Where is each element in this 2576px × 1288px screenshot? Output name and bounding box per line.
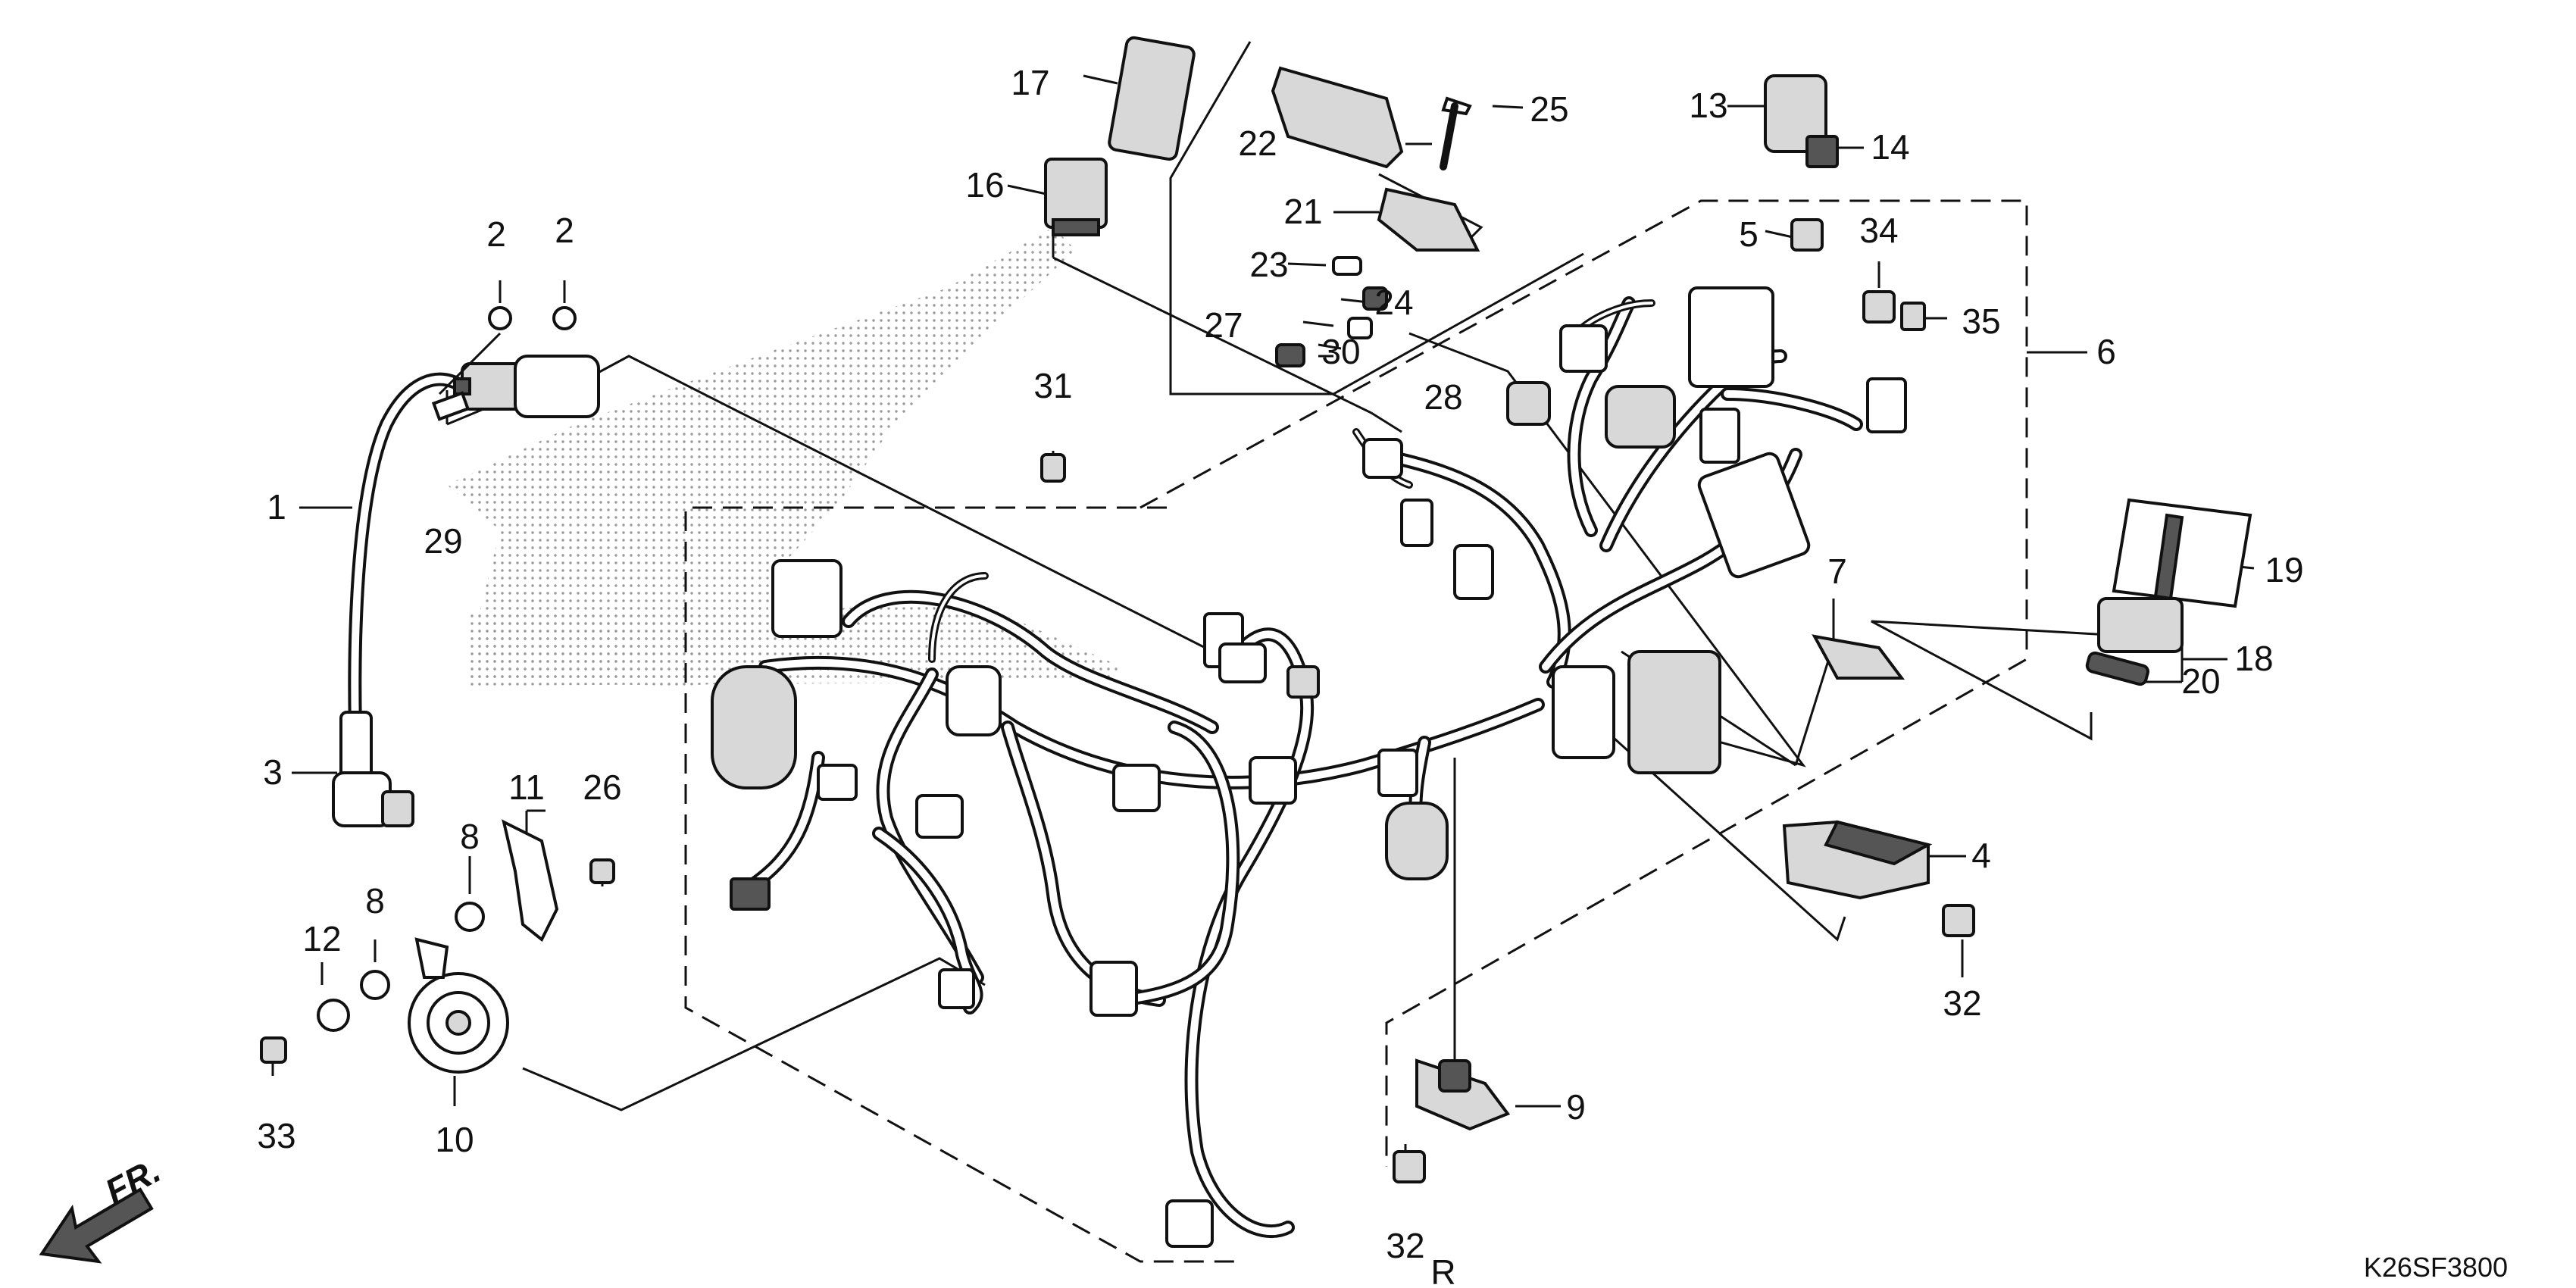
callout-18: 18 [2234, 639, 2273, 678]
callout-19: 19 [2265, 550, 2303, 589]
callout-32: 32 [1386, 1226, 1424, 1265]
callout-8: 8 [365, 881, 385, 921]
part-ignition-coil [431, 306, 600, 421]
callout-22: 22 [1238, 123, 1277, 163]
callout-20: 20 [2181, 661, 2220, 701]
part-hardware-bolts [260, 819, 615, 1064]
callout-1: 1 [267, 487, 286, 527]
callout-34: 34 [1859, 211, 1898, 250]
part-20-seal [2085, 651, 2149, 686]
callout-27: 27 [1204, 305, 1243, 345]
front-direction-label: FR. [98, 1150, 167, 1211]
callout-4: 4 [1971, 836, 1991, 875]
part-3-plug-cap [332, 711, 414, 827]
part-5-connector [1790, 218, 1824, 252]
part-14-fuse [1805, 135, 1839, 168]
callout-labels: 1 2 2 3 4 5 6 7 8 8 9 10 11 12 13 14 16 … [257, 63, 2303, 1288]
harness-connectors [711, 286, 1907, 1248]
part-9-sensor [1415, 1058, 1511, 1131]
callout-31: 31 [1033, 366, 1072, 405]
callout-21: 21 [1283, 192, 1322, 231]
callout-30: 30 [1321, 332, 1360, 371]
part-25-screw [1440, 102, 1458, 170]
callout-6: 6 [2096, 332, 2116, 371]
part-19-cover [2112, 498, 2252, 608]
front-arrow-icon [39, 1187, 154, 1264]
callout-32: 32 [1943, 983, 1981, 1023]
callout-2: 2 [555, 211, 574, 250]
callout-13: 13 [1689, 86, 1727, 125]
callout-28: 28 [1424, 377, 1462, 417]
part-22-cover [1271, 66, 1404, 169]
part-10-horn [408, 937, 509, 1074]
callout-29: 29 [424, 521, 462, 561]
diagram-code: K26SF3800 [2364, 1252, 2508, 1283]
part-28-holder [1506, 381, 1551, 426]
part-18-switch [2097, 597, 2184, 653]
callout-11: 11 [508, 767, 545, 807]
front-direction-indicator: FR. [39, 1150, 167, 1264]
part-13-fuse-cover [1764, 74, 1827, 153]
callout-23: 23 [1249, 245, 1288, 284]
callout-suffix-r: R [1430, 1252, 1455, 1288]
callout-25: 25 [1530, 89, 1568, 129]
group-frames [684, 41, 2028, 1263]
callout-33: 33 [257, 1116, 295, 1155]
part-7-relay-base [1812, 634, 1905, 680]
callout-16: 16 [965, 165, 1004, 205]
part-1-spark-plug-wire [348, 372, 469, 764]
callout-8: 8 [460, 817, 480, 856]
callout-7: 7 [1827, 552, 1847, 591]
callout-9: 9 [1566, 1087, 1586, 1127]
callout-17: 17 [1011, 63, 1049, 102]
callout-5: 5 [1739, 214, 1758, 254]
part-34-fuse [1862, 290, 1896, 324]
callout-26: 26 [583, 767, 621, 807]
part-21-module [1275, 96, 1480, 367]
callout-10: 10 [435, 1120, 474, 1159]
part-17-relay-cover [1108, 36, 1196, 161]
callout-3: 3 [263, 752, 283, 792]
part-35-fuse [1900, 302, 1926, 331]
callout-35: 35 [1962, 302, 2000, 341]
callout-12: 12 [302, 919, 341, 958]
part-4-cover [1782, 820, 1933, 900]
part-31-bolt [1040, 453, 1066, 483]
callout-14: 14 [1871, 127, 1909, 167]
part-32-bolts [1393, 904, 1975, 1183]
callout-24: 24 [1374, 283, 1413, 322]
stipple-shade [447, 227, 1076, 686]
part-16-relay [1044, 158, 1108, 236]
callout-2: 2 [486, 214, 506, 254]
